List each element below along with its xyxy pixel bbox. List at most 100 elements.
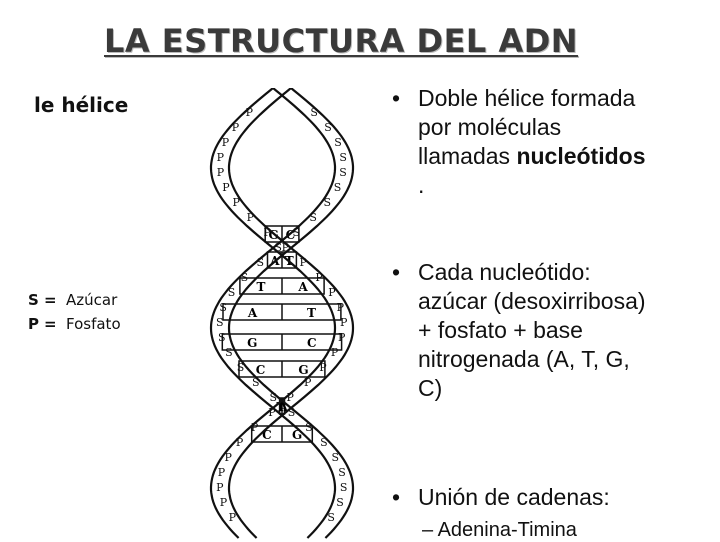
strand-label: P bbox=[229, 511, 237, 524]
bullet-marker: • bbox=[392, 85, 401, 111]
base-letter: C bbox=[256, 363, 266, 377]
bullet-line: azúcar (desoxirribosa) bbox=[418, 288, 646, 314]
base-letter: C bbox=[307, 336, 317, 350]
strand-label: S bbox=[340, 481, 348, 494]
strand-label: P bbox=[222, 181, 230, 194]
bullet-item: • Cada nucleótido: azúcar (desoxirribosa… bbox=[392, 258, 702, 403]
bold-term: nucleótidos bbox=[516, 143, 646, 169]
bullet-line: por moléculas bbox=[418, 114, 562, 140]
strand-label: P bbox=[315, 271, 323, 284]
bullet-marker: • bbox=[392, 259, 401, 285]
strand-label: P bbox=[232, 121, 240, 134]
base-letter: A bbox=[278, 400, 289, 414]
strand-label: S bbox=[237, 361, 245, 374]
strand-label: S bbox=[219, 301, 227, 314]
legend-symbol: P bbox=[28, 315, 39, 333]
strand-label: S bbox=[339, 166, 347, 179]
helix-strand-edge bbox=[209, 88, 337, 539]
strand-label: P bbox=[287, 391, 295, 404]
bullet-line: . bbox=[418, 172, 425, 198]
bullet-item: • Doble hélice formada por moléculas lla… bbox=[392, 84, 702, 200]
bullet-line: + fosfato + base bbox=[418, 317, 583, 343]
strand-label: P bbox=[233, 196, 241, 209]
strand-label: P bbox=[246, 106, 254, 119]
helix-strand-edge bbox=[209, 88, 337, 539]
strand-label: P bbox=[268, 406, 276, 419]
strand-label: S bbox=[257, 256, 265, 269]
strand-label: S bbox=[334, 181, 342, 194]
strand-label: P bbox=[282, 241, 290, 254]
strand-label: S bbox=[218, 331, 226, 344]
strand-label: P bbox=[225, 451, 233, 464]
strand-label: P bbox=[216, 481, 224, 494]
strand-label: P bbox=[331, 346, 339, 359]
strand-label: S bbox=[228, 286, 236, 299]
strand-label: P bbox=[220, 496, 228, 509]
strand-label: P bbox=[338, 331, 346, 344]
strand-label: P bbox=[300, 256, 308, 269]
strand-label: S bbox=[270, 391, 278, 404]
base-letter: T bbox=[276, 400, 285, 414]
bullet-line: Unión de cadenas: bbox=[418, 484, 610, 510]
strand-label: S bbox=[216, 316, 224, 329]
strand-label: S bbox=[339, 151, 347, 164]
legend-text: Azúcar bbox=[66, 291, 118, 309]
strand-label: S bbox=[293, 226, 301, 239]
base-letter: G bbox=[268, 228, 278, 242]
bullet-line: llamadas bbox=[418, 143, 517, 169]
strand-label: S bbox=[241, 271, 249, 284]
strand-label: S bbox=[274, 241, 282, 254]
base-letter: G bbox=[298, 363, 308, 377]
bullet-line: nitrogenada (A, T, G, bbox=[418, 346, 630, 372]
strand-label: S bbox=[310, 106, 318, 119]
strand-label: S bbox=[305, 421, 313, 434]
strand-label: P bbox=[319, 361, 327, 374]
legend-symbol: S bbox=[28, 291, 39, 309]
strand-label: S bbox=[324, 121, 332, 134]
strand-label: P bbox=[340, 316, 348, 329]
legend-row-sugar: S=Azúcar bbox=[28, 291, 118, 309]
strand-label: S bbox=[320, 436, 328, 449]
base-letter: T bbox=[257, 280, 266, 294]
strand-label: P bbox=[247, 211, 255, 224]
base-letter: G bbox=[292, 428, 302, 442]
bullet-marker: • bbox=[392, 484, 401, 510]
strand-label: P bbox=[222, 136, 230, 149]
base-letter: T bbox=[307, 306, 316, 320]
strand-label: P bbox=[304, 376, 312, 389]
bullet-line: C) bbox=[418, 375, 443, 401]
strand-label: S bbox=[336, 496, 344, 509]
legend-row-phosphate: P=Fosfato bbox=[28, 315, 121, 333]
bullet-line: Doble hélice formada bbox=[418, 85, 636, 111]
strand-label: S bbox=[252, 376, 260, 389]
legend-text: Fosfato bbox=[66, 315, 121, 333]
strand-label: P bbox=[251, 421, 259, 434]
helix-strand-edge bbox=[227, 88, 355, 539]
helix-strand-edge bbox=[227, 88, 355, 539]
helix-strands bbox=[209, 88, 355, 539]
base-letter: C bbox=[262, 428, 272, 442]
bullet-line: Cada nucleótido: bbox=[418, 259, 591, 285]
strand-label: S bbox=[309, 211, 317, 224]
strand-label: P bbox=[328, 286, 336, 299]
strand-label: P bbox=[236, 436, 244, 449]
base-letter: A bbox=[297, 280, 308, 294]
strand-label: P bbox=[217, 166, 225, 179]
strand-label: S bbox=[334, 136, 342, 149]
strand-label: P bbox=[264, 226, 272, 239]
strand-label: S bbox=[332, 451, 340, 464]
sub-bullet-marker: – bbox=[422, 519, 434, 541]
slide-title: LA ESTRUCTURA DEL ADN bbox=[104, 22, 579, 60]
base-letter: G bbox=[247, 336, 257, 350]
base-letter: C bbox=[286, 228, 296, 242]
bullet-item: • Unión de cadenas: bbox=[392, 483, 702, 512]
base-letter: A bbox=[247, 306, 258, 320]
